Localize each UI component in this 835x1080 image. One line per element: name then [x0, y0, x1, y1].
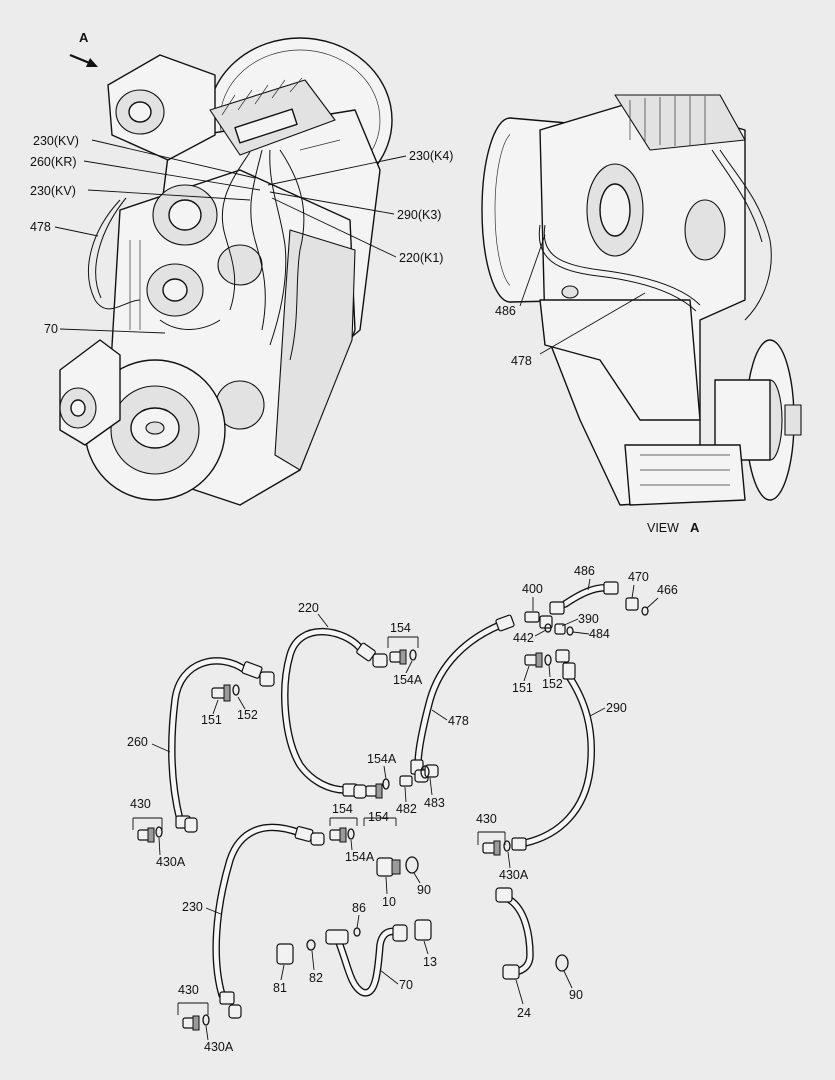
hose-290: [511, 649, 596, 851]
part-label-466: 466: [657, 583, 678, 597]
callout-70: 70: [44, 322, 58, 336]
callout-486: 486: [495, 304, 516, 318]
part-labels: 220 154 154A 260 151 152 154A 154 482 48…: [127, 564, 678, 1054]
part-label-13: 13: [423, 955, 437, 969]
part-label-220: 220: [298, 601, 319, 615]
callout-220k1: 220(K1): [399, 251, 443, 265]
part-label-483: 483: [424, 796, 445, 810]
part-label-152-right: 152: [542, 677, 563, 691]
part-label-430a-left: 430A: [156, 855, 186, 869]
part-label-82: 82: [309, 971, 323, 985]
exploded-parts: 220 154 154A 260 151 152 154A 154 482 48…: [127, 564, 678, 1054]
part-label-430-lower: 430: [178, 983, 199, 997]
part-label-442: 442: [513, 631, 534, 645]
part-label-70: 70: [399, 978, 413, 992]
transmission-assembly-view-a: [481, 94, 802, 506]
part-label-151-left: 151: [201, 713, 222, 727]
part-label-430-right: 430: [476, 812, 497, 826]
part-label-400: 400: [522, 582, 543, 596]
callout-230kv-lower: 230(KV): [30, 184, 76, 198]
part-label-81: 81: [273, 981, 287, 995]
hose-230: [212, 823, 325, 1019]
view-a-caption-prefix: VIEW: [647, 521, 679, 535]
part-label-390: 390: [578, 612, 599, 626]
part-label-152-left: 152: [237, 708, 258, 722]
part-label-24: 24: [517, 1006, 531, 1020]
part-label-430-left: 430: [130, 797, 151, 811]
part-label-90-left: 90: [417, 883, 431, 897]
hose-486: [549, 581, 619, 615]
view-arrow-letter: A: [79, 30, 89, 45]
callouts-view-a: 486 478 VIEW A: [495, 234, 700, 535]
part-label-86: 86: [352, 901, 366, 915]
fittings: [137, 597, 649, 1031]
hose-220: [281, 627, 388, 799]
callout-290k3: 290(K3): [397, 208, 441, 222]
part-label-478-lower: 478: [448, 714, 469, 728]
callout-230k4: 230(K4): [409, 149, 453, 163]
part-label-154-upper: 154: [390, 621, 411, 635]
group-brackets: [132, 636, 506, 1015]
part-label-90-right: 90: [569, 988, 583, 1002]
part-label-482: 482: [396, 802, 417, 816]
part-label-154-lower: 154: [332, 802, 353, 816]
part-label-290: 290: [606, 701, 627, 715]
part-label-470: 470: [628, 570, 649, 584]
part-label-486: 486: [574, 564, 595, 578]
callout-230kv-upper: 230(KV): [33, 134, 79, 148]
hose-260: [167, 657, 275, 833]
part-label-154-middle: 154: [368, 810, 389, 824]
part-label-10: 10: [382, 895, 396, 909]
view-a-caption-letter: A: [690, 520, 700, 535]
callout-478: 478: [30, 220, 51, 234]
callout-478-right: 478: [511, 354, 532, 368]
part-label-230: 230: [182, 900, 203, 914]
view-arrow-a: A: [69, 30, 98, 67]
transmission-assembly-left: [59, 37, 393, 506]
callouts-left: 230(KV) 260(KR) 230(KV) 478 70 230(K4) 2…: [30, 134, 453, 336]
part-label-430a-lower: 430A: [204, 1040, 234, 1054]
part-label-260: 260: [127, 735, 148, 749]
part-label-154a-middle: 154A: [367, 752, 397, 766]
part-label-154a-lower: 154A: [345, 850, 375, 864]
part-label-154a-upper: 154A: [393, 673, 423, 687]
part-label-430a-right: 430A: [499, 868, 529, 882]
part-label-484: 484: [589, 627, 610, 641]
callout-260kr: 260(KR): [30, 155, 77, 169]
part-label-151-right: 151: [512, 681, 533, 695]
